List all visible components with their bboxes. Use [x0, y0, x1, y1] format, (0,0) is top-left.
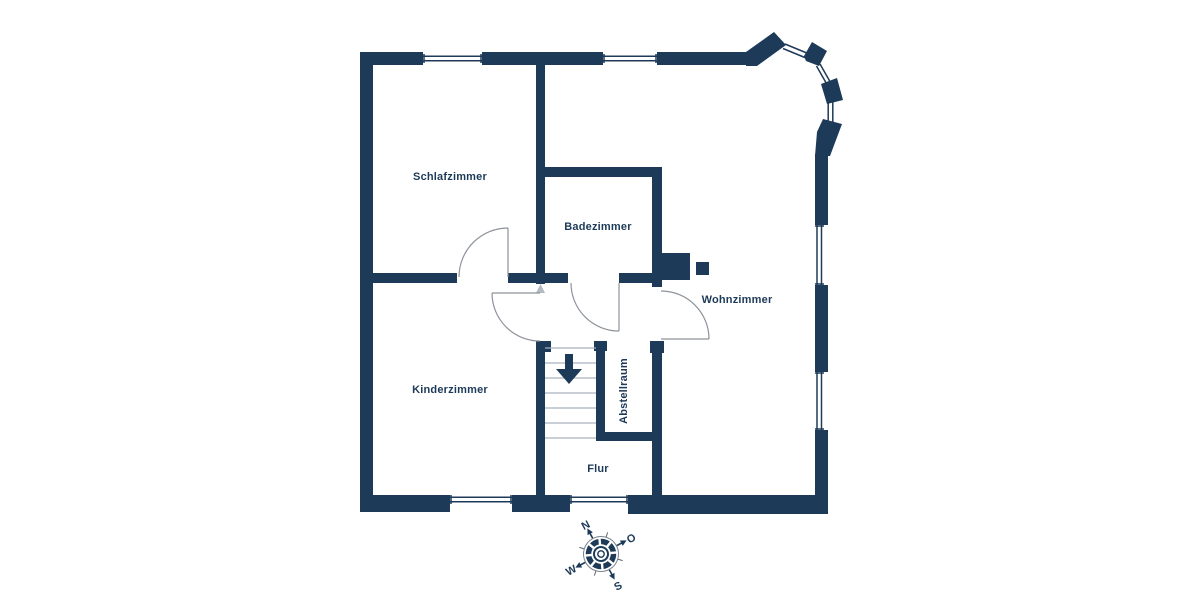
door-arc-kinderzimmer — [491, 292, 541, 342]
door-hinge-marker — [536, 284, 545, 293]
room-label-badezimmer: Badezimmer — [564, 221, 632, 233]
room-label-abstellraum: Abstellraum — [618, 358, 630, 424]
outer-wall-bottom-segment-2 — [512, 495, 570, 512]
door-arc-schlafzimmer — [458, 227, 509, 278]
compass-tip-w — [575, 562, 583, 568]
wall-schlafzimmer-right — [536, 65, 545, 284]
wall-flur-wohnzimmer — [652, 341, 662, 497]
bay-pier-4 — [815, 119, 842, 156]
window-bottom-middle — [570, 495, 628, 504]
interior-walls — [372, 65, 709, 497]
bay-pier-1 — [746, 32, 786, 66]
bay-pier-2 — [804, 42, 827, 66]
window-bottom-left — [450, 495, 512, 504]
wall-badezimmer-right — [652, 167, 662, 287]
wall-pier-wohnzimmer — [657, 253, 690, 280]
bay-window-1 — [782, 43, 809, 59]
wall-kinderzimmer-flur — [536, 341, 545, 497]
compass-letter-west: W — [564, 563, 579, 579]
outer-wall-bottom-segment-3 — [628, 495, 828, 514]
wall-abstellraum-left — [596, 341, 605, 440]
window-right-lower — [815, 372, 824, 430]
outer-wall-right-segment-2 — [815, 285, 828, 372]
staircase — [545, 347, 596, 439]
room-label-schlafzimmer: Schlafzimmer — [413, 171, 487, 183]
door-arc-badezimmer — [570, 282, 620, 332]
compass-center — [597, 550, 605, 558]
wall-badezimmer-bottom-right — [619, 273, 652, 283]
outer-wall-bottom-segment-1 — [360, 495, 450, 512]
room-labels: Schlafzimmer Badezimmer Wohnzimmer Kinde… — [412, 171, 773, 475]
bay-window-2 — [815, 63, 832, 85]
compass-gear-ring — [585, 538, 617, 570]
outer-walls — [360, 32, 843, 514]
room-label-wohnzimmer: Wohnzimmer — [702, 294, 773, 306]
window-right-upper — [815, 225, 824, 285]
outer-wall-right-segment-1 — [815, 154, 828, 225]
compass-tip-n — [587, 528, 593, 536]
wall-abstellraum-left-jamb — [594, 341, 607, 351]
compass-letter-east: O — [625, 531, 639, 546]
bay-window-3 — [827, 101, 834, 124]
room-label-kinderzimmer: Kinderzimmer — [412, 384, 488, 396]
outer-wall-top-segment-2 — [482, 52, 603, 65]
column-wohnzimmer — [696, 262, 709, 275]
outer-wall-left — [360, 52, 373, 511]
compass-tip-s — [609, 572, 615, 580]
bay-pier-3 — [821, 78, 843, 104]
wall-badezimmer-top — [545, 167, 661, 177]
wall-schlafzimmer-bottom-left — [372, 273, 457, 283]
windows — [423, 43, 834, 504]
window-top-middle — [603, 54, 657, 63]
wall-badezimmer-bottom-left — [545, 273, 568, 283]
wall-schlafzimmer-bottom-right — [508, 273, 536, 283]
door-arc-wohnzimmer — [660, 290, 710, 340]
compass-tip-e — [619, 540, 627, 546]
outer-wall-top-segment-1 — [360, 52, 423, 65]
compass-letter-south: S — [612, 580, 624, 594]
window-top-left — [423, 54, 482, 63]
room-label-flur: Flur — [587, 463, 609, 475]
wall-flur-wohnzimmer-jamb — [650, 341, 664, 353]
wall-abstellraum-bottom — [596, 432, 661, 441]
doors — [458, 227, 710, 342]
compass-rose: N O S W — [564, 519, 639, 594]
outer-wall-top-segment-3 — [657, 52, 750, 65]
wall-kinderzimmer-flur-jamb — [536, 341, 551, 352]
stairs-down-arrow-icon — [556, 354, 582, 384]
outer-wall-right-segment-3 — [815, 430, 828, 514]
